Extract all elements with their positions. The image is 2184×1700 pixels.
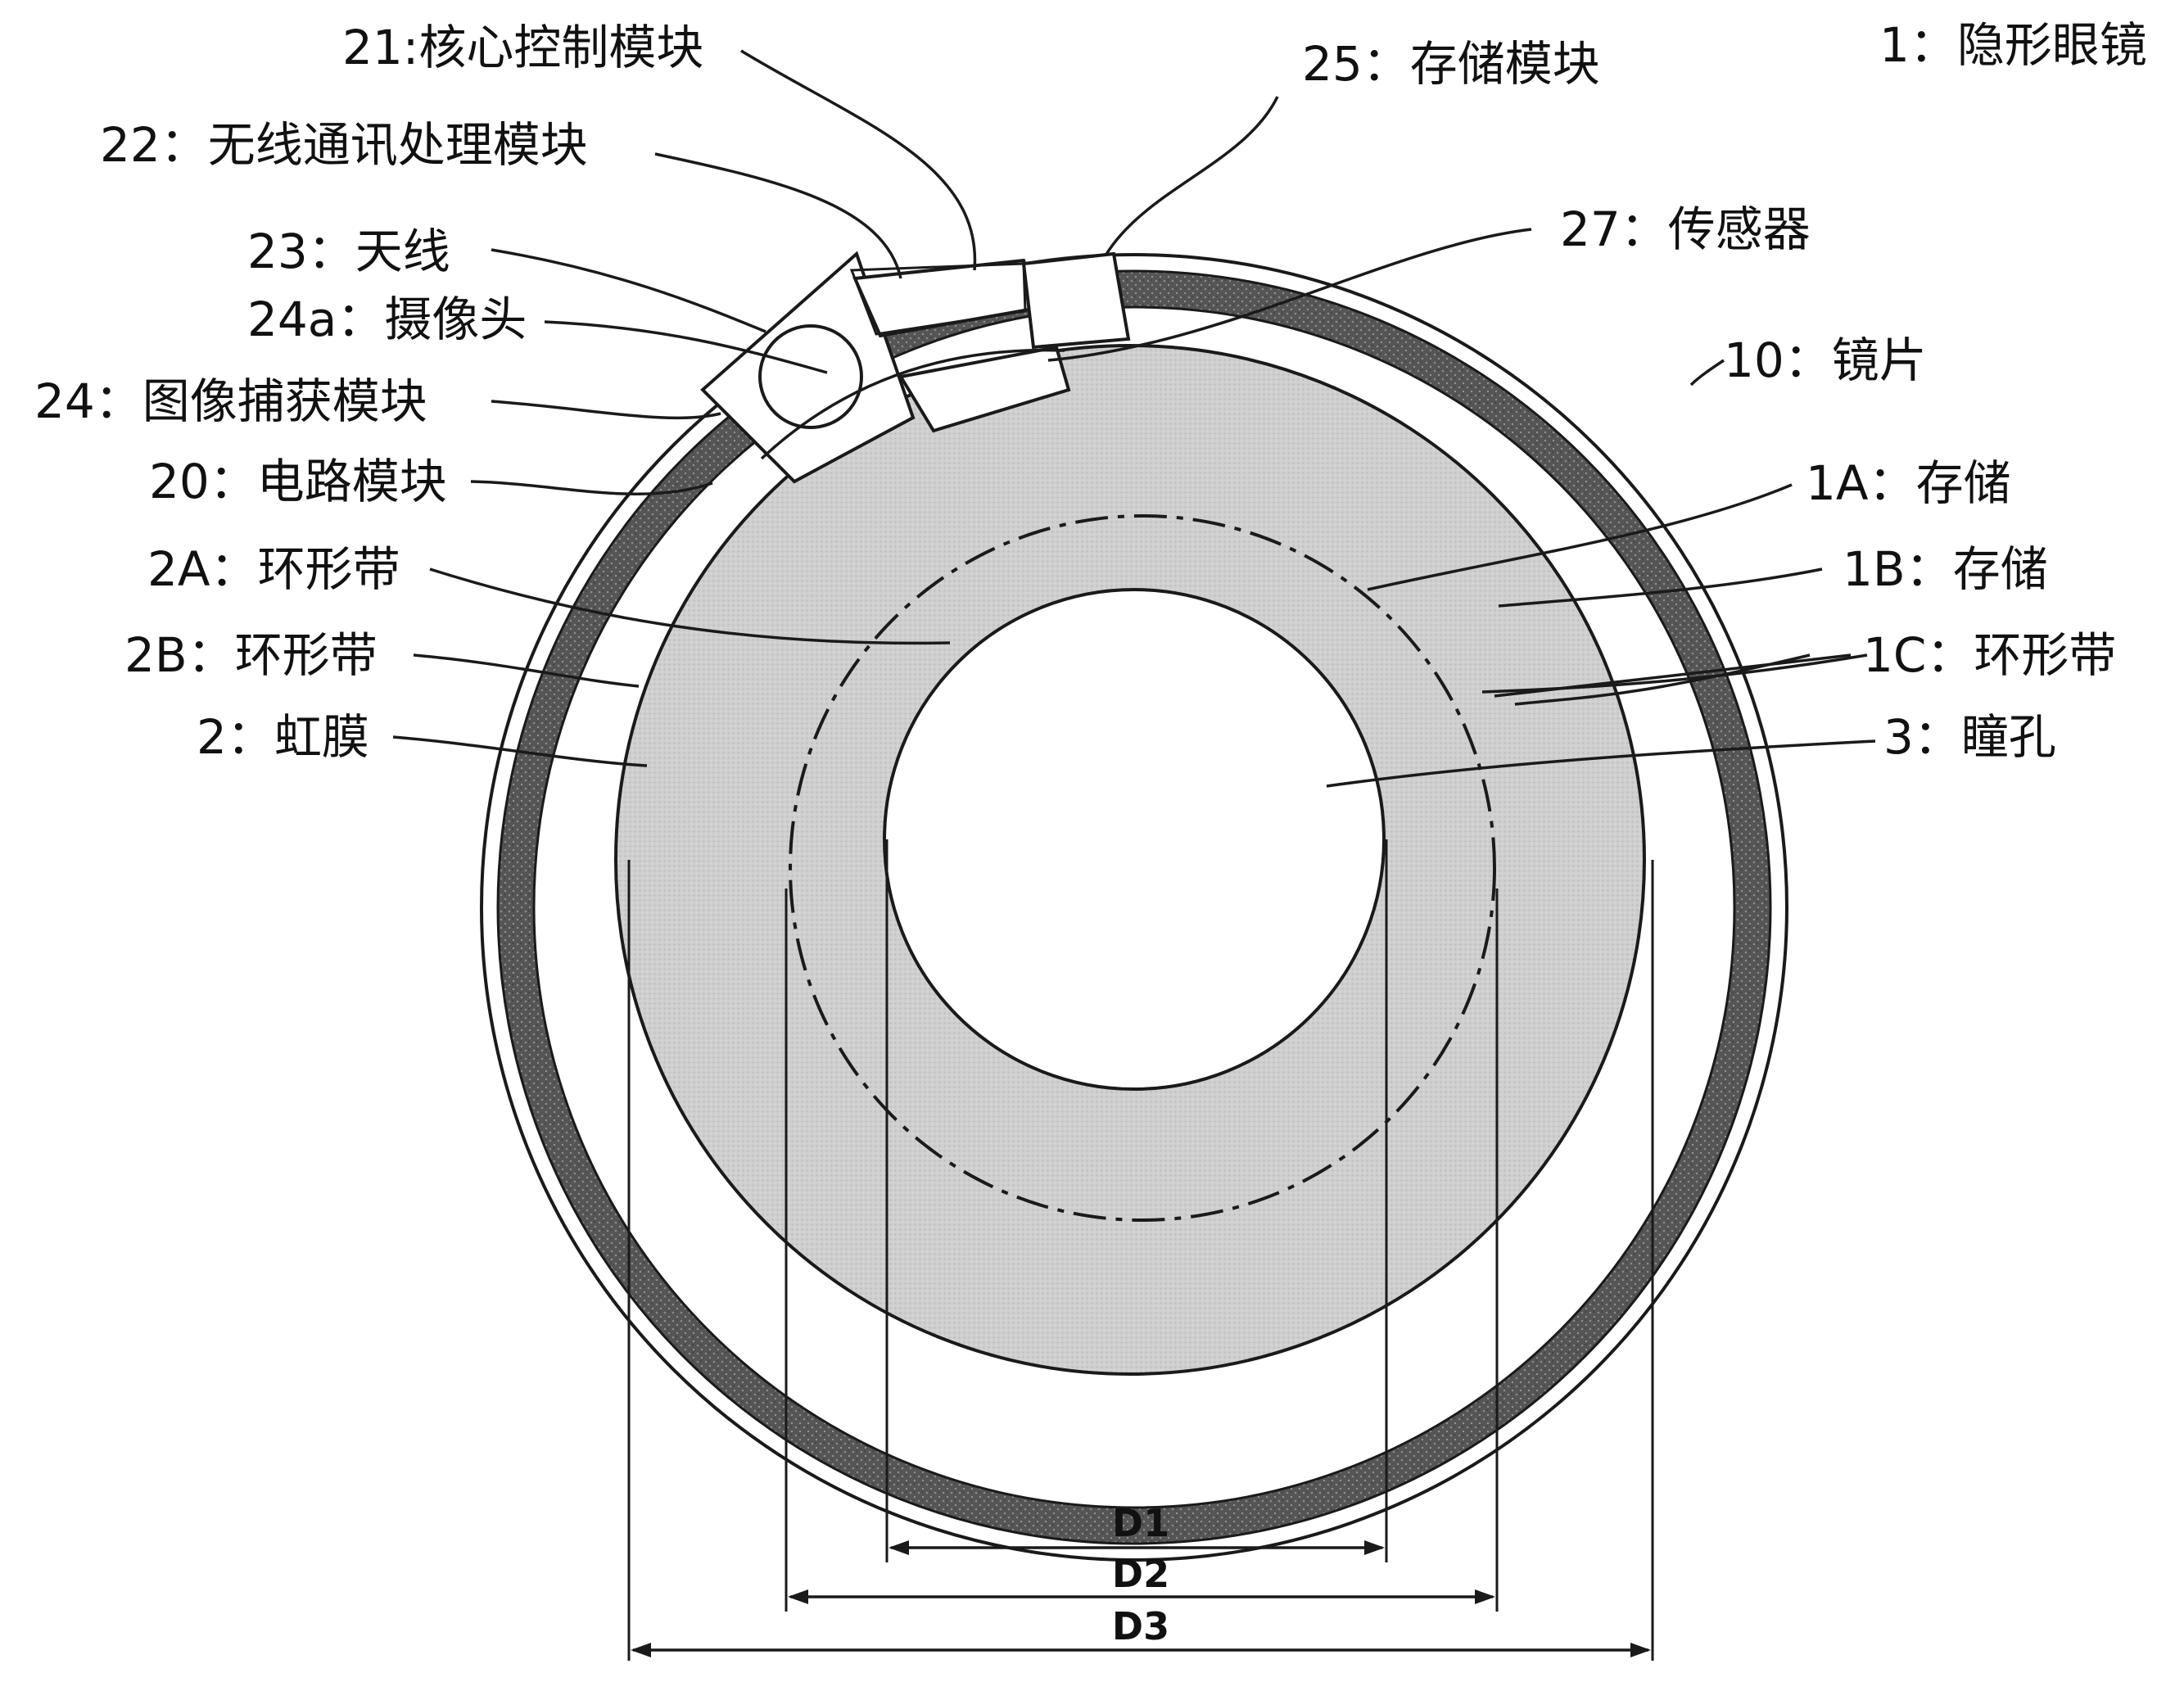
pupil [883,588,1386,1091]
label-storage-1b: 1B：存储 [1843,541,2048,597]
lens-band-inner-edge [532,305,1736,1509]
antenna-arc [760,348,1065,460]
label-lens: 10：镜片 [1724,332,1927,388]
core-control-box [849,262,1027,336]
label-iris: 2：虹膜 [197,709,369,765]
label-contact-lens: 1：隐形眼镜 [1879,17,2147,73]
dim-d3: D3 [1112,1604,1169,1648]
dim-d2: D2 [1112,1552,1169,1596]
lens-band [498,271,1770,1544]
lens-band-outer-edge [496,269,1772,1545]
label-ring-1c: 1C：环形带 [1863,627,2116,683]
label-pupil: 3：瞳孔 [1883,709,2056,765]
label-storage-module: 25：存储模块 [1302,36,1600,92]
camera-lens [758,324,863,429]
label-wireless: 22：无线通讯处理模块 [100,117,588,173]
dim-d1: D1 [1112,1501,1169,1545]
label-antenna: 23：天线 [247,224,450,279]
label-image-capture: 24：图像捕获模块 [34,373,427,429]
label-camera: 24a：摄像头 [247,292,527,347]
sensor-box [898,345,1071,433]
label-sensor: 27：传感器 [1560,201,1811,257]
label-core-control: 21:核心控制模块 [342,20,703,75]
label-ring-2b: 2B：环形带 [124,627,378,683]
label-ring-2a: 2A：环形带 [147,541,400,597]
dimension-lines: D1 D2 D3 [627,839,1654,1661]
leader-lines [392,49,1876,788]
label-circuit: 20：电路模块 [149,454,447,509]
storage-boundary-1c [789,514,1496,1222]
storage-module-box [1021,251,1131,350]
label-storage-1a: 1A：存储 [1806,455,2011,511]
